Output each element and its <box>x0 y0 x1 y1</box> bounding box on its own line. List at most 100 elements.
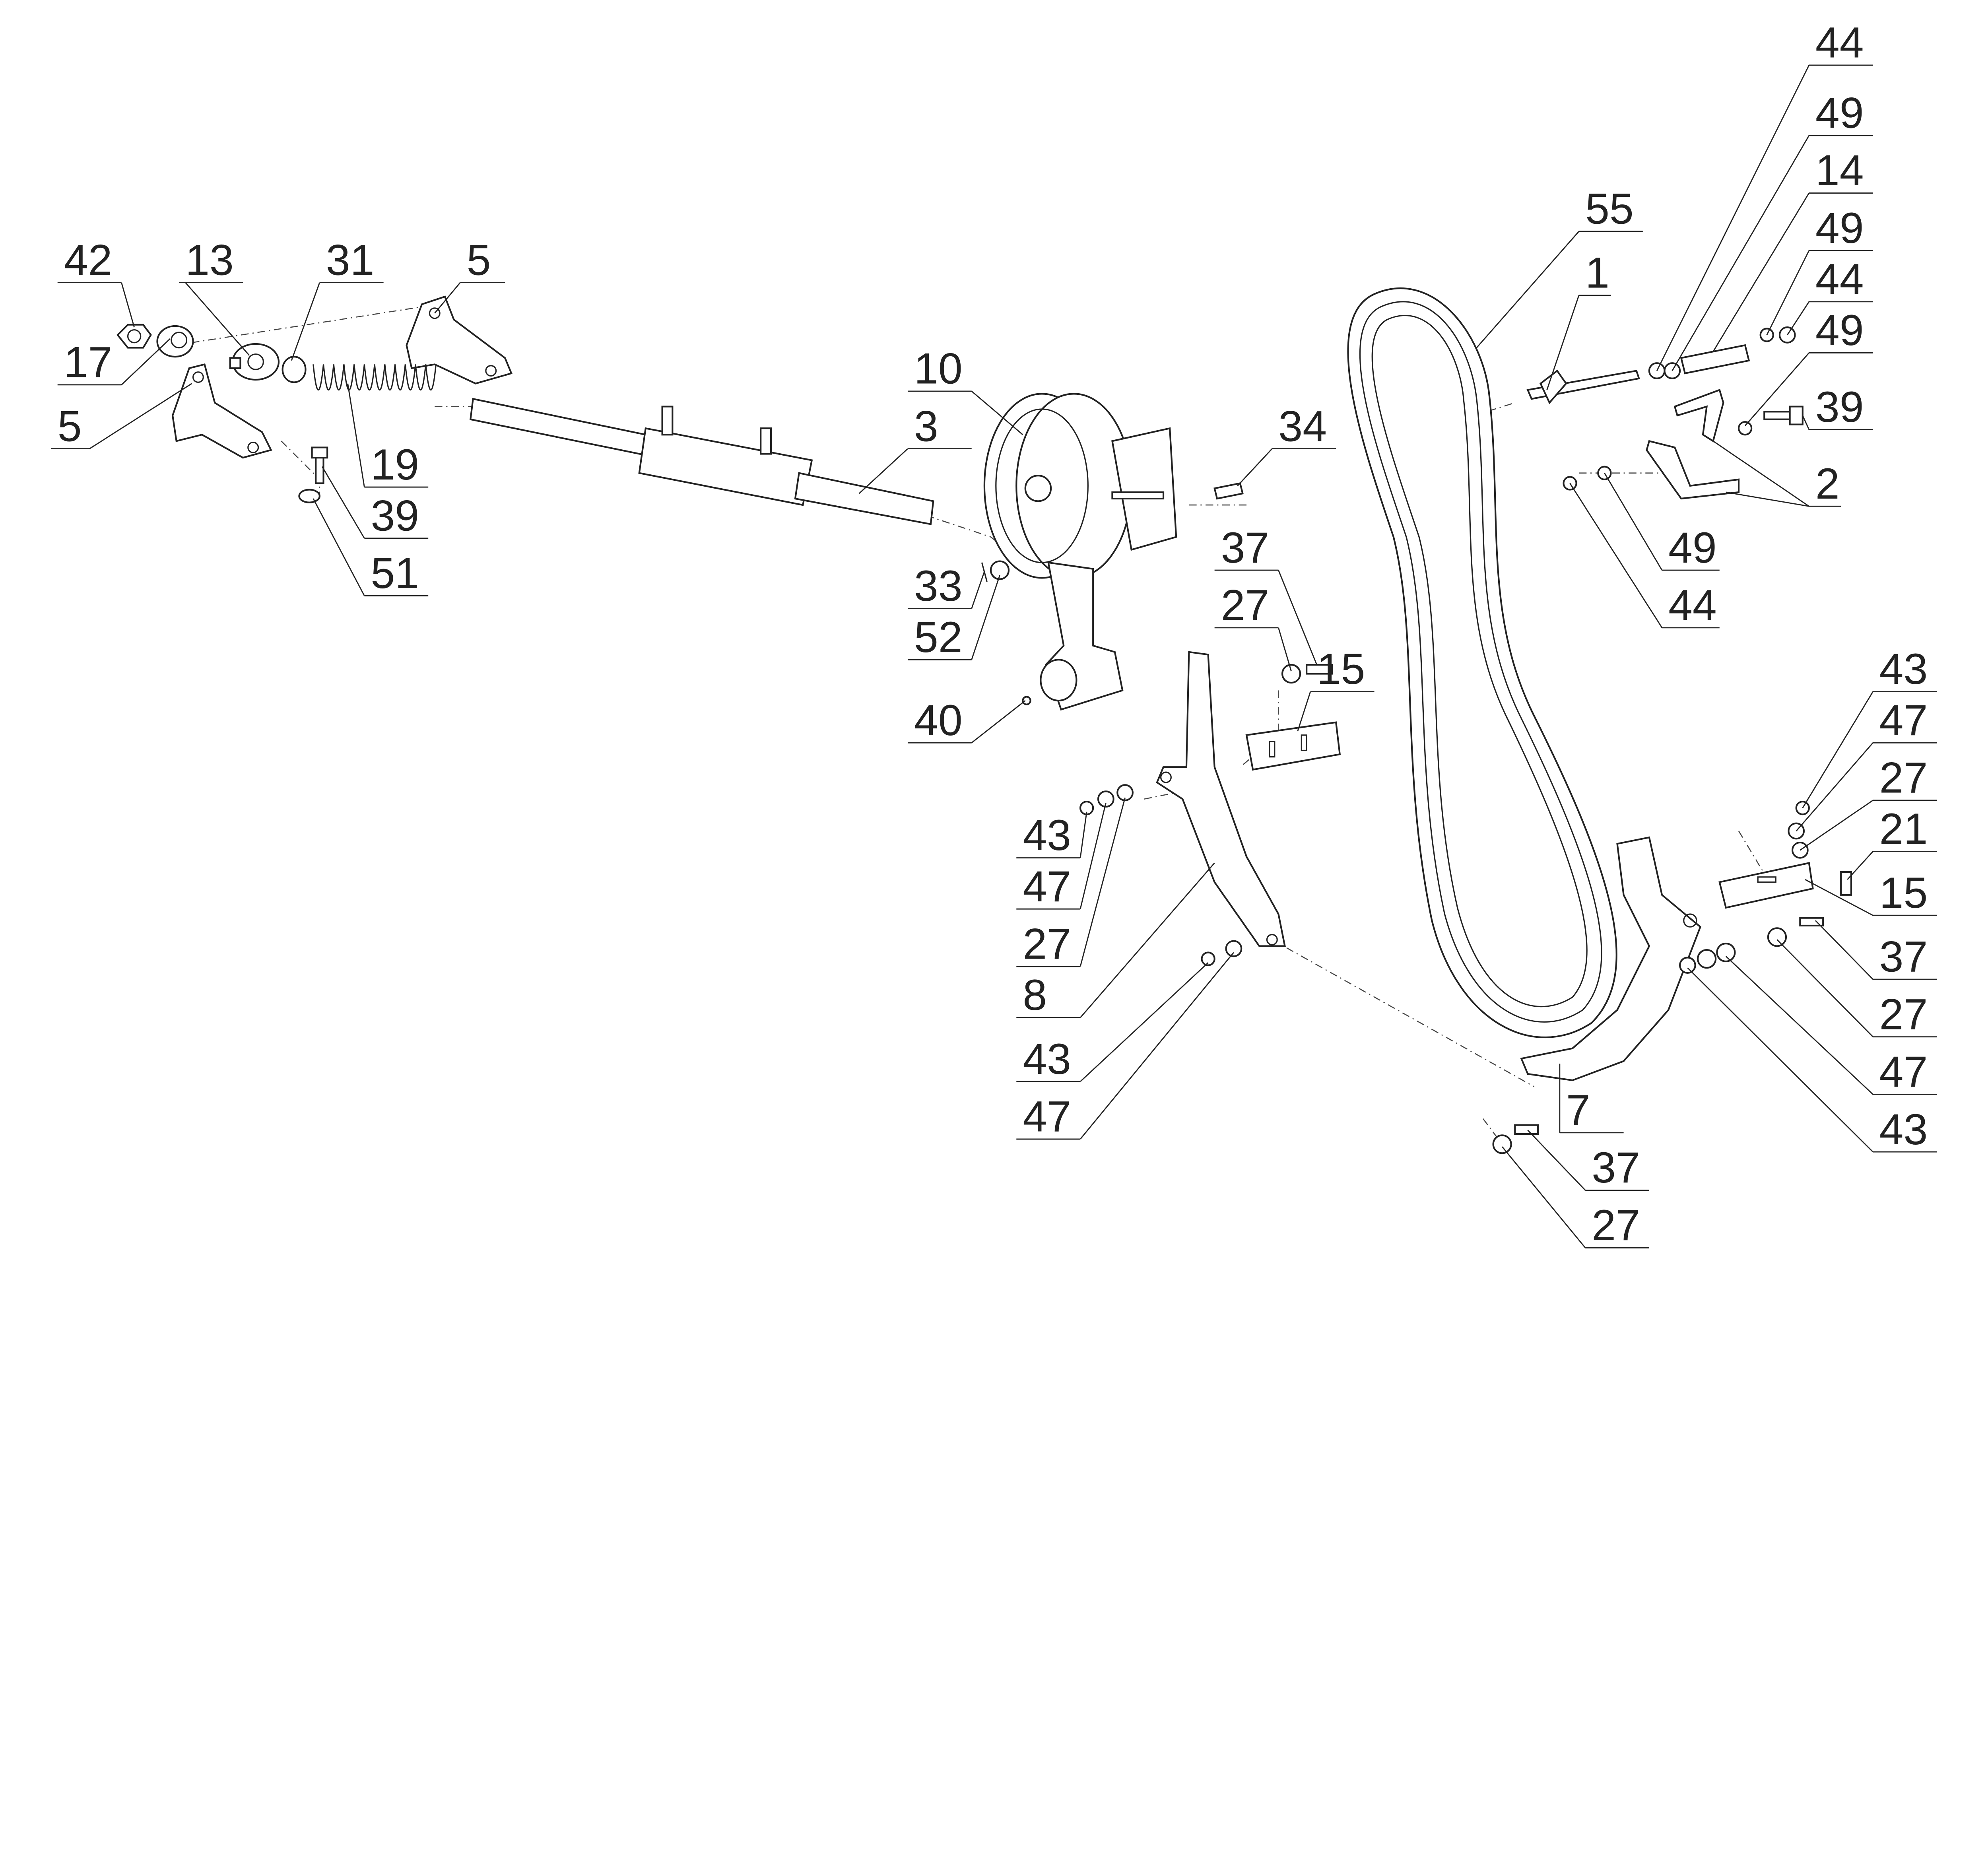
lever-1 <box>1526 369 1640 404</box>
leader-line <box>1502 1146 1586 1248</box>
callout-number: 2 <box>1815 460 1840 508</box>
callout-number: 39 <box>1815 383 1864 431</box>
leader-line <box>1744 352 1809 426</box>
leader-line <box>89 383 192 449</box>
callout-31: 31 <box>291 236 384 361</box>
leader-line <box>434 282 461 314</box>
callout-5: 5 <box>51 383 192 450</box>
callout-47: 47 <box>1796 696 1937 831</box>
leader-line <box>1080 962 1209 1082</box>
callout-13: 13 <box>179 236 250 356</box>
callout-number: 19 <box>371 441 419 489</box>
callout-number: 13 <box>185 236 234 284</box>
callout-1: 1 <box>1546 249 1611 390</box>
callout-number: 51 <box>371 549 419 598</box>
callout-number: 10 <box>914 345 963 393</box>
links-2 <box>1646 388 1740 500</box>
callout-37: 37 <box>1527 1130 1649 1192</box>
leader-line <box>1476 231 1580 348</box>
callout-42: 42 <box>57 236 135 328</box>
callout-43: 43 <box>1802 645 1937 808</box>
callout-10: 10 <box>907 345 1023 435</box>
leader-line <box>1712 441 1809 507</box>
leader-line <box>1604 472 1663 571</box>
leader-line <box>1805 879 1873 916</box>
leader-line <box>322 466 365 539</box>
callout-number: 44 <box>1668 581 1717 629</box>
callout-27: 27 <box>1776 939 1937 1039</box>
callout-number: 3 <box>914 402 938 450</box>
leader-line <box>1237 448 1273 486</box>
callout-number: 33 <box>914 562 963 610</box>
callout-number: 47 <box>1023 862 1071 911</box>
hardware-right <box>1492 800 1852 1154</box>
spring-19 <box>313 364 437 391</box>
leader-line <box>1079 952 1235 1140</box>
callout-8: 8 <box>1016 862 1215 1019</box>
bracket-15-right <box>1718 862 1814 909</box>
callout-number: 49 <box>1815 89 1864 138</box>
leader-line <box>1687 967 1873 1153</box>
callout-19: 19 <box>347 383 429 489</box>
callout-49: 49 <box>1672 89 1873 371</box>
callout-number: 27 <box>1221 581 1270 629</box>
callout-47: 47 <box>1016 952 1235 1141</box>
leader-line <box>1546 295 1580 390</box>
leader-line <box>858 448 908 494</box>
bolt-39 <box>311 447 328 484</box>
callout-number: 15 <box>1317 645 1365 693</box>
callout-number: 55 <box>1585 185 1634 233</box>
shaft-3 <box>469 398 934 525</box>
callout-number: 47 <box>1023 1093 1071 1141</box>
callout-number: 43 <box>1023 1035 1071 1083</box>
nut-17 <box>156 325 194 358</box>
leader-line <box>1672 135 1810 371</box>
callout-number: 27 <box>1592 1201 1640 1250</box>
callout-2: 2 <box>1712 441 1841 508</box>
leader-line <box>1656 65 1810 371</box>
callout-47: 47 <box>1016 802 1107 911</box>
leader-line <box>1079 812 1087 858</box>
callout-39: 39 <box>1802 383 1873 431</box>
bracket-5-upper <box>406 295 513 384</box>
callout-number: 37 <box>1221 524 1270 572</box>
bolt-39-right <box>1763 406 1804 425</box>
callout-43: 43 <box>1016 962 1209 1083</box>
callout-number: 43 <box>1879 645 1928 693</box>
callout-number: 14 <box>1815 146 1864 195</box>
leader-line <box>1569 483 1663 628</box>
leader-line <box>291 282 320 361</box>
leader-line <box>1726 491 1809 507</box>
callout-number: 31 <box>326 236 375 284</box>
washer-31 <box>282 356 307 383</box>
callout-14: 14 <box>1712 146 1873 352</box>
callout-49: 49 <box>1766 204 1873 336</box>
leader-line <box>1712 192 1810 352</box>
leader-line <box>971 700 1026 744</box>
callout-21: 21 <box>1847 805 1937 880</box>
callout-number: 47 <box>1879 1048 1928 1096</box>
leader-line <box>971 571 985 609</box>
callout-number: 40 <box>914 696 963 745</box>
leader-line <box>1802 691 1873 808</box>
callout-number: 42 <box>64 236 113 284</box>
callout-27: 27 <box>1016 798 1126 969</box>
callout-number: 5 <box>58 402 82 450</box>
bracket-5-lower <box>171 363 272 459</box>
leader-line <box>971 390 1023 435</box>
leader-line <box>971 575 1000 660</box>
leader-line <box>1847 851 1873 880</box>
callout-7: 7 <box>1559 1064 1624 1135</box>
callout-17: 17 <box>57 338 171 387</box>
callout-number: 52 <box>914 613 963 662</box>
leader-line <box>1079 802 1107 909</box>
bracket-8 <box>1156 651 1286 947</box>
callout-number: 5 <box>467 236 491 284</box>
callout-number: 34 <box>1278 402 1327 450</box>
callout-number: 44 <box>1815 19 1864 67</box>
callout-27: 27 <box>1502 1146 1649 1250</box>
pin-33-washer-52 <box>981 560 1010 582</box>
bolt-37-washer-27 <box>1281 664 1333 684</box>
leader-line <box>1079 798 1126 967</box>
